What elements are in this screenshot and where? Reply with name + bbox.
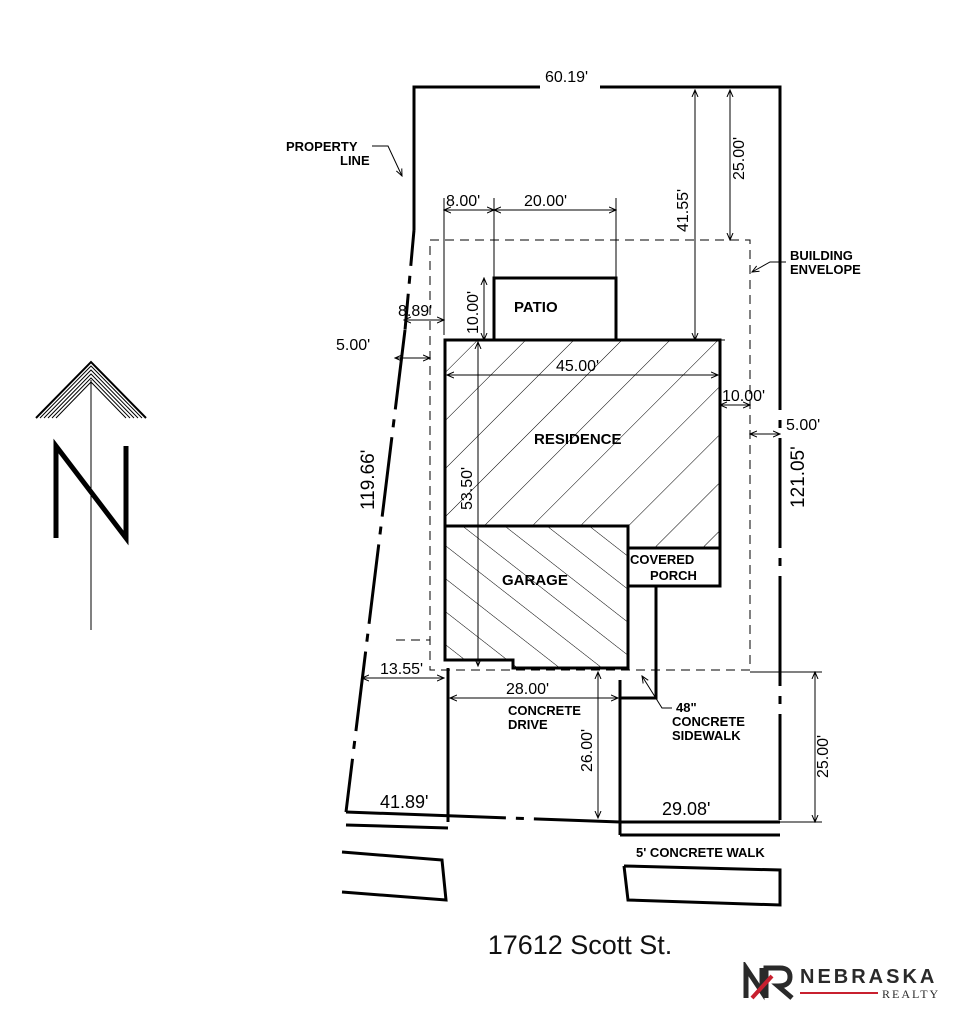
- dim-patio-width: 20.00': [524, 193, 567, 210]
- dim-residence-width: 45.00': [556, 358, 599, 375]
- building-envelope: [396, 239, 751, 671]
- dim-patio-depth: 10.00': [465, 291, 482, 334]
- label-concrete-drive-2: DRIVE: [508, 717, 548, 732]
- dim-left-to-garage: 13.55': [380, 661, 423, 678]
- label-sidewalk-1: 48": [676, 700, 697, 715]
- label-concrete-walk: 5' CONCRETE WALK: [636, 845, 765, 860]
- label-garage: GARAGE: [502, 572, 568, 589]
- dim-rear-setback: 25.00': [731, 137, 748, 180]
- north-arrow-icon: [35, 360, 147, 630]
- dim-side-setback-right: 5.00': [786, 417, 820, 434]
- label-covered-porch-2: PORCH: [650, 568, 697, 583]
- concrete-drive: [446, 668, 622, 835]
- north-label: N: [0, 0, 1, 1]
- dim-top-width: 60.19': [545, 69, 588, 86]
- dim-bottom-right: 29.08': [662, 799, 710, 819]
- label-concrete-drive-1: CONCRETE: [508, 703, 581, 718]
- label-property-line-2: LINE: [340, 153, 370, 168]
- dim-garage-width: 28.00': [506, 681, 549, 698]
- logo-main-text: NEBRASKA: [800, 966, 938, 988]
- dim-left-to-residence: 8.89': [398, 303, 432, 320]
- dimension-lines: [362, 90, 822, 822]
- dim-bottom-left: 41.89': [380, 792, 428, 812]
- label-property-line-1: PROPERTY: [286, 139, 358, 154]
- patio: [492, 276, 618, 342]
- dim-side-setback-left: 5.00': [336, 337, 370, 354]
- covered-porch: [626, 546, 722, 588]
- label-sidewalk-3: SIDEWALK: [672, 728, 741, 743]
- label-building-envelope-2: ENVELOPE: [790, 262, 861, 277]
- label-covered-porch-1: COVERED: [630, 552, 694, 567]
- dim-drive-length: 26.00': [579, 729, 596, 772]
- label-building-envelope-1: BUILDING: [790, 248, 853, 263]
- dim-front-setback: 25.00': [815, 735, 832, 778]
- nr-logo-icon: [743, 959, 794, 1001]
- nebraska-realty-logo: NEBRASKA REALTY: [742, 959, 952, 1004]
- dim-right-length: 121.05': [788, 446, 809, 508]
- dim-rear-to-residence: 41.55': [675, 189, 692, 232]
- logo-accent-line: [800, 992, 878, 994]
- dim-left-length: 119.66': [358, 450, 379, 510]
- garage: [443, 524, 630, 670]
- label-patio: PATIO: [514, 299, 558, 316]
- property-boundary: [344, 85, 782, 824]
- dim-residence-depth: 53.50': [459, 467, 476, 510]
- label-sidewalk-2: CONCRETE: [672, 714, 745, 729]
- label-residence: RESIDENCE: [534, 431, 622, 448]
- street-curb: [341, 823, 782, 907]
- dim-left-offset-patio: 8.00': [446, 193, 480, 210]
- dim-right-to-residence: 10.00': [722, 388, 765, 405]
- logo-sub-text: REALTY: [882, 987, 941, 1001]
- address: 17612 Scott St.: [487, 930, 673, 960]
